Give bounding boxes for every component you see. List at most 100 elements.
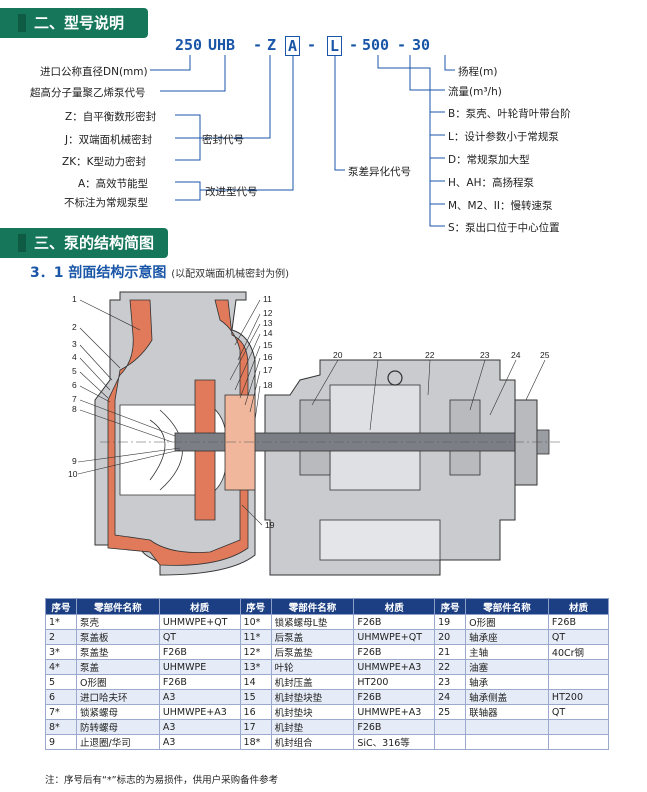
table-cell: QT xyxy=(547,629,610,645)
table-cell: 轴承侧盖 xyxy=(465,689,549,705)
section-2-header: 二、型号说明 xyxy=(0,8,148,38)
callout-16: 16 xyxy=(263,352,273,362)
table-cell: 13* xyxy=(239,659,272,675)
callout-3: 3 xyxy=(72,339,77,349)
callout-7: 7 xyxy=(72,394,77,404)
label-variant-l: L：设计参数小于常规泵 xyxy=(448,131,559,143)
callout-leaders xyxy=(77,299,546,526)
table-cell: 机封组合 xyxy=(270,734,355,750)
callout-22: 22 xyxy=(425,350,435,360)
label-seal-code: 密封代号 xyxy=(202,134,244,146)
col-part: 零部件名称 xyxy=(76,598,160,615)
col-part: 零部件名称 xyxy=(465,598,549,615)
label-flow: 流量(m³/h) xyxy=(448,86,502,98)
table-cell: 10* xyxy=(239,614,272,630)
table-cell: O形圈 xyxy=(465,614,549,630)
callout-24: 24 xyxy=(511,350,521,360)
code-dash2: - xyxy=(307,36,317,54)
callout-2: 2 xyxy=(72,322,77,332)
table-cell: 24 xyxy=(434,689,467,705)
table-cell: 15 xyxy=(239,689,272,705)
table-cell: 1* xyxy=(44,614,78,630)
table-cell: 21 xyxy=(434,644,467,660)
label-improve-code: 改进型代号 xyxy=(205,186,258,198)
table-cell: 5 xyxy=(44,674,78,690)
callout-8: 8 xyxy=(72,404,77,414)
table-cell: 后泵盖垫 xyxy=(270,644,355,660)
label-seal-zk: ZK：K型动力密封 xyxy=(62,156,146,168)
coupling xyxy=(514,399,538,486)
table-cell: 轴承 xyxy=(465,674,549,690)
table-cell xyxy=(465,719,549,735)
table-cell: QT xyxy=(547,704,610,720)
table-cell: 机封垫 xyxy=(270,719,355,735)
table-cell: UHMWPE+A3 xyxy=(353,704,436,720)
label-head: 扬程(m) xyxy=(458,66,498,78)
table-cell: 联轴器 xyxy=(465,704,549,720)
callout-9: 9 xyxy=(72,456,77,466)
table-cell: 2 xyxy=(44,629,78,645)
col-material: 材质 xyxy=(353,598,436,615)
label-variant-b: B：泵壳、叶轮背叶带台阶 xyxy=(448,108,571,120)
table-header-row: 序号 零部件名称 材质 序号 零部件名称 材质 序号 零部件名称 材质 xyxy=(44,598,610,615)
section-2-number: 二、 xyxy=(34,14,65,32)
table-cell: UHMWPE+QT xyxy=(158,614,241,630)
table-cell: 锁紧螺母L垫 xyxy=(270,614,355,630)
callout-23: 23 xyxy=(480,350,490,360)
table-cell: 锁紧螺母 xyxy=(76,704,160,720)
table-cell: UHMWPE xyxy=(158,659,241,675)
table-cell: 6 xyxy=(44,689,78,705)
table-cell: 4* xyxy=(44,659,78,675)
table-cell: 18* xyxy=(239,734,272,750)
label-seal-z: Z：自平衡数形密封 xyxy=(65,111,157,123)
table-cell: 叶轮 xyxy=(270,659,355,675)
callout-18: 18 xyxy=(263,380,273,390)
table-cell: 14 xyxy=(239,674,272,690)
footnote: 注：序号后有“*”标志的为易损件，供用户采购备件参考 xyxy=(45,775,279,786)
table-cell: UHMWPE+QT xyxy=(353,629,436,645)
table-cell: 23 xyxy=(434,674,467,690)
section-3-header: 三、泵的结构简图 xyxy=(0,228,168,258)
table-cell: 主轴 xyxy=(465,644,549,660)
table-cell: 进口哈夫环 xyxy=(76,689,160,705)
callout-numbers: 1 2 3 4 5 6 7 8 9 10 11 12 13 14 15 16 1… xyxy=(68,294,550,530)
bearing-frame xyxy=(264,359,516,576)
callout-17: 17 xyxy=(263,365,273,375)
table-cell: 机封垫块 xyxy=(270,704,355,720)
table-cell xyxy=(547,719,610,735)
callout-10: 10 xyxy=(68,469,78,479)
label-variant-code: 泵差异化代号 xyxy=(348,166,411,178)
parts-table: 序号 零部件名称 材质 序号 零部件名称 材质 序号 零部件名称 材质 1*泵壳… xyxy=(44,598,610,750)
label-inlet-dn: 进口公称直径DN(mm) xyxy=(40,66,148,78)
table-cell: 8* xyxy=(44,719,78,735)
col-material: 材质 xyxy=(158,598,241,615)
callout-4: 4 xyxy=(72,352,77,362)
table-cell: 16 xyxy=(239,704,272,720)
table-cell: A3 xyxy=(158,734,241,750)
table-cell: 19 xyxy=(434,614,467,630)
table-cell: 泵盖板 xyxy=(76,629,160,645)
table-cell: F26B xyxy=(158,674,241,690)
table-cell: 轴承座 xyxy=(465,629,549,645)
table-cell: 12* xyxy=(239,644,272,660)
subsection-title: 3．1 剖面结构示意图 (以配双端面机械密封为例) xyxy=(30,262,289,282)
table-cell: F26B xyxy=(158,644,241,660)
code-head: 30 xyxy=(412,36,431,54)
table-cell: 22 xyxy=(434,659,467,675)
callout-21: 21 xyxy=(373,350,383,360)
table-cell: 40Cr钢 xyxy=(547,644,610,660)
header-marker xyxy=(18,14,26,32)
model-connector-lines xyxy=(150,55,455,227)
code-flow: 500 xyxy=(362,36,390,54)
table-cell: 机封压盖 xyxy=(270,674,355,690)
table-cell: 3* xyxy=(44,644,78,660)
callout-19: 19 xyxy=(265,520,275,530)
table-cell: UHMWPE+A3 xyxy=(353,659,436,675)
table-cell: F26B xyxy=(353,614,436,630)
col-no: 序号 xyxy=(239,598,272,615)
label-variant-h: H、AH：高扬程泵 xyxy=(448,177,534,189)
